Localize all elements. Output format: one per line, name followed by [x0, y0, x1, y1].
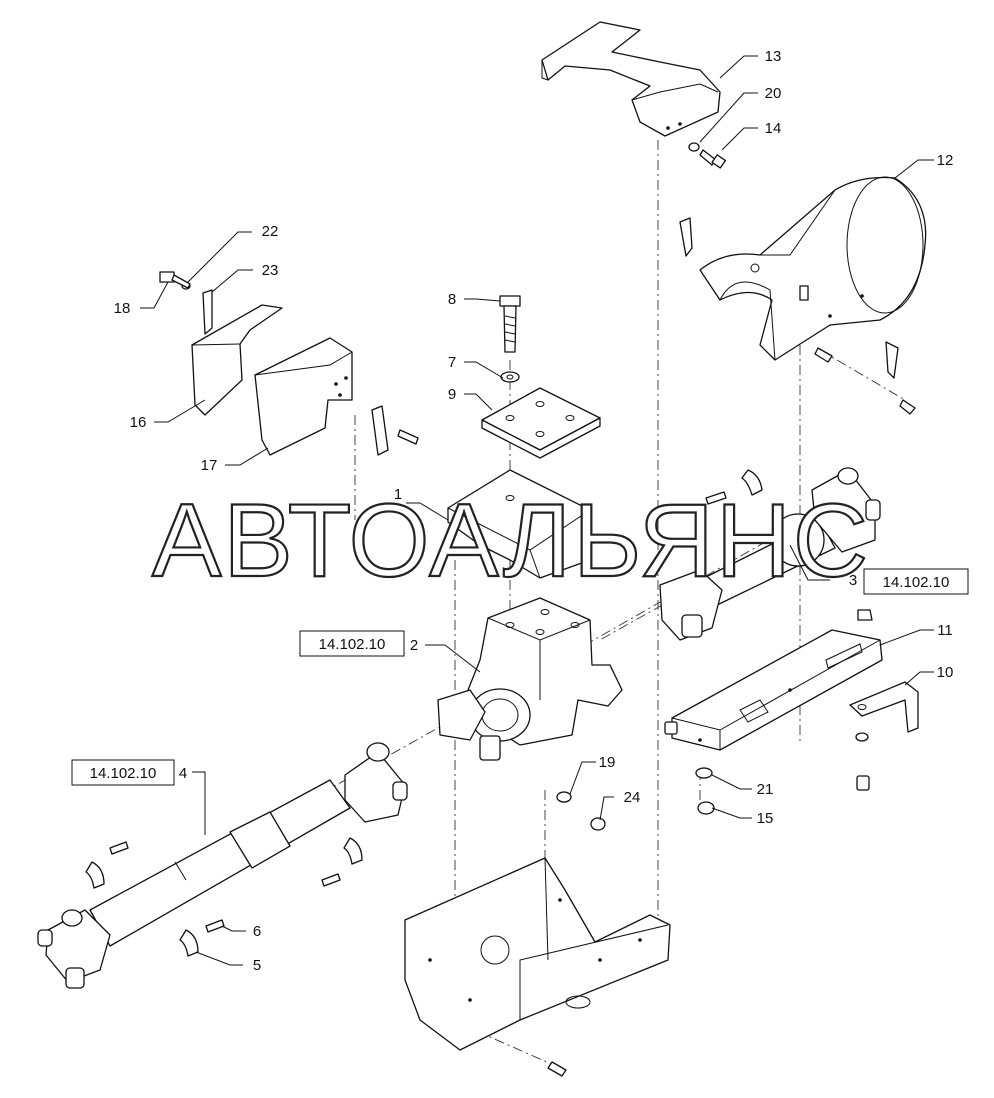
part-13-top-bracket: [541, 21, 721, 137]
part-3-clamp: [705, 469, 763, 505]
callout-2: 2: [410, 637, 418, 654]
part-6-bolt: [205, 919, 225, 933]
callout-23: 23: [262, 262, 279, 279]
guard-clip-right: [885, 341, 916, 415]
callout-8: 8: [448, 291, 456, 308]
bottom-housing: [404, 857, 671, 1051]
callout-6: 6: [253, 923, 261, 940]
callout-11: 11: [937, 622, 953, 639]
housing-bolt: [547, 1061, 567, 1077]
reference-box-part-2[interactable]: 14.102.10: [299, 630, 405, 657]
part-7-washer: [500, 371, 520, 383]
part-5-clamp: [179, 929, 199, 957]
leader-lines: [140, 55, 934, 966]
reference-box-part-4[interactable]: 14.102.10: [71, 759, 175, 786]
reference-box-part-2-text: 14.102.10: [319, 636, 386, 653]
part-4-clamps: [85, 837, 363, 889]
guard-clip-left: [679, 217, 693, 257]
part-18-bolt: [159, 271, 191, 289]
callout-20: 20: [765, 85, 782, 102]
reference-box-part-3-text: 14.102.10: [883, 574, 950, 591]
callout-4: 4: [179, 765, 187, 782]
part-2-gearbox: [467, 597, 623, 746]
callout-5: 5: [253, 957, 261, 974]
callout-17: 17: [201, 457, 218, 474]
part-11-channel: [671, 629, 883, 751]
callout-13: 13: [765, 48, 782, 65]
part-21-washer: [695, 767, 713, 779]
part-19-washer: [556, 791, 572, 803]
callout-7: 7: [448, 354, 456, 371]
part-20-washer: [688, 142, 700, 152]
callout-24: 24: [624, 789, 641, 806]
part-1-bracket: [447, 469, 591, 579]
part-10-bracket: [849, 681, 919, 733]
callout-labels: 1 2 3 4 5 6 7 8 9 10 11 12 13 14 15 16 1…: [114, 48, 954, 974]
callout-18: 18: [114, 300, 131, 317]
reference-box-part-3[interactable]: 14.102.10: [863, 568, 969, 595]
guard-bolt: [814, 347, 833, 363]
callout-3: 3: [849, 572, 857, 589]
part-4-driveshaft: [37, 742, 408, 989]
part-24-nut: [590, 817, 606, 831]
callout-10: 10: [937, 664, 954, 681]
callout-22: 22: [262, 223, 279, 240]
part-15-nut: [697, 801, 715, 815]
bracket-nuts: [664, 609, 873, 791]
part-12-shaft-guard: [699, 176, 927, 361]
callout-14: 14: [765, 120, 782, 137]
callout-16: 16: [130, 414, 147, 431]
gearbox-yoke: [437, 689, 501, 761]
part-16-guard: [191, 304, 283, 416]
callout-1: 1: [394, 486, 402, 503]
part-9-plate: [481, 387, 601, 459]
callout-12: 12: [937, 152, 954, 169]
part-17-guard: [254, 337, 353, 456]
guard-17-clip: [371, 405, 419, 456]
callout-19: 19: [599, 754, 616, 771]
part-8-bolt: [499, 295, 521, 353]
callout-15: 15: [757, 810, 774, 827]
watermark: АВТОАЛЬЯНС: [152, 483, 870, 599]
part-23-clip: [202, 289, 213, 335]
reference-box-part-4-text: 14.102.10: [90, 765, 157, 782]
callout-9: 9: [448, 386, 456, 403]
part-3-driveshaft: [659, 467, 881, 641]
part-14-bolt: [699, 149, 727, 169]
callout-21: 21: [757, 781, 774, 798]
